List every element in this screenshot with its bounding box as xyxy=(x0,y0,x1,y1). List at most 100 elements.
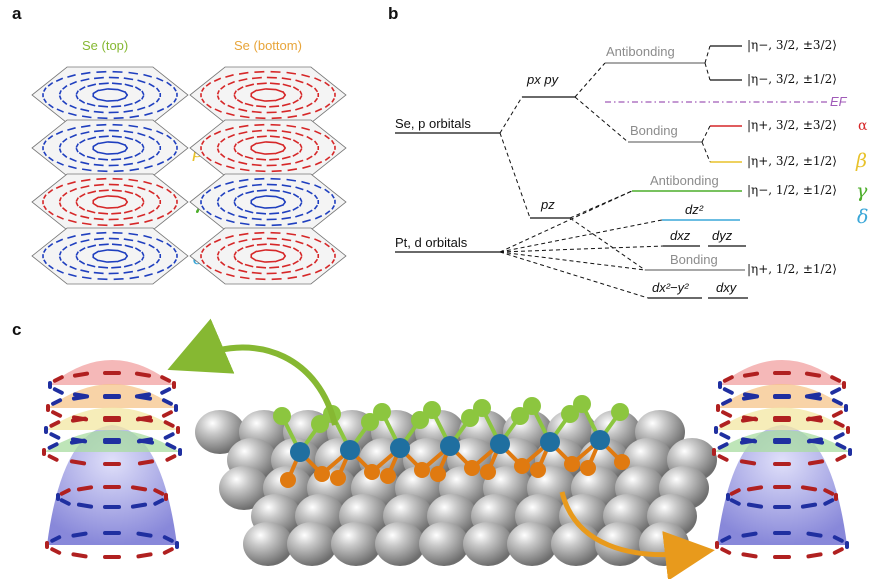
spin-arrow xyxy=(162,547,174,555)
pt-d-orbitals-label: Pt, d orbitals xyxy=(395,235,468,250)
spin-arrow xyxy=(717,454,729,462)
spin-arrow xyxy=(721,398,733,406)
state-gamma: γ xyxy=(856,180,868,202)
se-top-atom xyxy=(473,399,491,417)
se-bottom-title: Se (bottom) xyxy=(234,38,302,53)
se-bottom-atom xyxy=(480,464,496,480)
spin-arrow xyxy=(51,398,63,406)
spin-arrow xyxy=(130,485,148,492)
spin-arrow xyxy=(719,420,731,428)
spin-arrow xyxy=(136,531,153,538)
state-delta: δ xyxy=(857,206,869,228)
pt-substrate xyxy=(195,410,717,566)
spin-arrow xyxy=(160,387,172,395)
spin-arrow xyxy=(831,410,843,418)
spin-arrow xyxy=(807,459,825,466)
pt-atom xyxy=(540,432,560,452)
substrate-atom xyxy=(639,522,689,566)
se-bottom-atom xyxy=(564,456,580,472)
spin-arrow xyxy=(722,387,734,395)
spin-arrow xyxy=(807,438,825,445)
substrate-atom xyxy=(463,522,513,566)
se-top-atom xyxy=(373,403,391,421)
bonding-upper-label: Bonding xyxy=(630,123,678,138)
spin-arrow xyxy=(136,416,154,423)
hex-layer xyxy=(189,227,347,285)
antibonding-lower-label: Antibonding xyxy=(650,173,719,188)
spin-arrow xyxy=(717,442,729,450)
spin-arrow xyxy=(722,375,734,383)
se-bottom-atom xyxy=(530,462,546,478)
spin-arrow xyxy=(161,398,173,406)
pt-atom xyxy=(290,442,310,462)
state-alpha: α xyxy=(858,118,868,134)
substrate-atom xyxy=(595,522,645,566)
substrate-atom xyxy=(419,522,469,566)
spin-arrow xyxy=(69,459,87,466)
state-beta: β xyxy=(856,150,867,172)
spin-arrow xyxy=(165,442,177,450)
spin-arrow xyxy=(830,387,842,395)
spin-arrow xyxy=(69,438,87,445)
pt-atom xyxy=(440,436,460,456)
spin-arrow xyxy=(47,442,59,450)
spin-arrow xyxy=(52,375,64,383)
dz2-label: dz² xyxy=(685,202,704,217)
hex-layer xyxy=(31,227,189,285)
se-top-atom xyxy=(423,401,441,419)
pt-atom xyxy=(490,434,510,454)
spin-arrow xyxy=(740,416,758,423)
spin-arrow xyxy=(833,420,845,428)
dxz-label: dxz xyxy=(670,228,691,243)
px-py-label: px py xyxy=(527,72,559,87)
spin-arrow xyxy=(49,432,61,440)
pt-atom xyxy=(340,440,360,460)
se-bottom-atom xyxy=(514,458,530,474)
spin-arrow xyxy=(137,438,155,445)
spin-arrow xyxy=(135,394,153,401)
spin-arrow xyxy=(165,454,177,462)
substrate-atom xyxy=(243,522,293,566)
spin-arrow xyxy=(49,420,61,428)
spin-arrow xyxy=(729,488,741,496)
pz-label: pz xyxy=(541,197,555,212)
substrate-atom xyxy=(195,410,245,454)
substrate-atom xyxy=(551,522,601,566)
se-bottom-atom xyxy=(314,466,330,482)
spin-arrow xyxy=(804,371,822,378)
substrate-atom xyxy=(375,522,425,566)
dx2-y2-label: dx²−y² xyxy=(652,280,689,295)
se-top-atom xyxy=(273,407,291,425)
spin-arrow xyxy=(134,371,152,378)
spin-arrow xyxy=(71,531,88,538)
spin-arrow xyxy=(130,502,148,509)
spin-arrow xyxy=(76,485,94,492)
ket-eta-plus-1-2-pm1-2: |η+, 1/2, ±1/2⟩ xyxy=(747,262,837,276)
se-top-atom xyxy=(361,413,379,431)
ket-eta-minus-1-2-pm1-2: |η−, 1/2, ±1/2⟩ xyxy=(747,183,837,197)
spin-arrow xyxy=(746,485,764,492)
spin-arrow xyxy=(153,498,165,506)
spin-arrow xyxy=(720,547,732,555)
pt-atom xyxy=(390,438,410,458)
antibonding-upper-label: Antibonding xyxy=(606,44,675,59)
panel-letter-a: a xyxy=(12,4,22,23)
se-bottom-atom xyxy=(380,468,396,484)
se-top-atom xyxy=(523,397,541,415)
pt-atom xyxy=(590,430,610,450)
hex-layer xyxy=(31,173,189,231)
spin-arrow xyxy=(50,535,62,543)
orange-curved-arrow xyxy=(559,491,715,579)
green-curved-arrow xyxy=(167,318,338,426)
spin-arrow xyxy=(739,459,757,466)
spin-arrow xyxy=(800,485,818,492)
spin-arrow xyxy=(47,454,59,462)
dyz-label: dyz xyxy=(712,228,733,243)
se-top-atom xyxy=(411,411,429,429)
panel-letter-b: b xyxy=(388,4,399,23)
hex-layer xyxy=(189,173,347,231)
ket-eta-plus-3-2-pm3-2: |η+, 3/2, ±3/2⟩ xyxy=(747,118,837,132)
se-p-orbitals-label: Se, p orbitals xyxy=(395,116,471,131)
spin-arrow xyxy=(739,438,757,445)
